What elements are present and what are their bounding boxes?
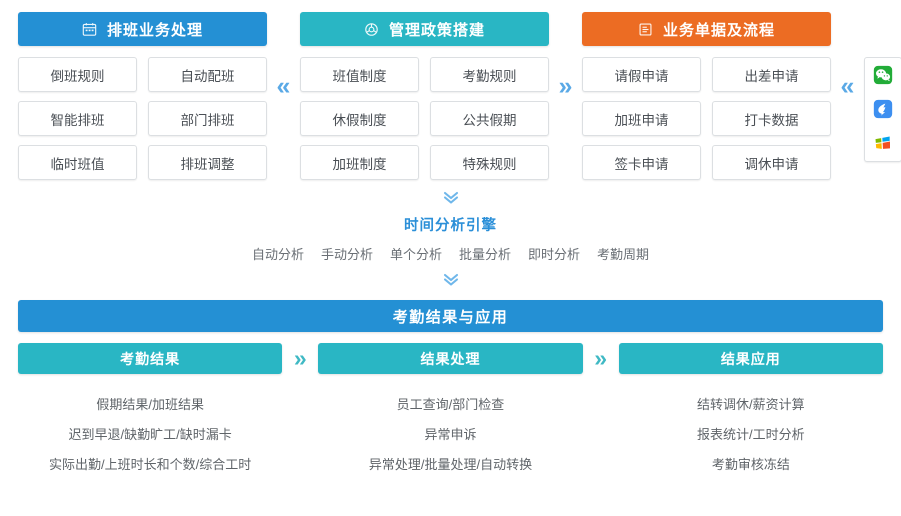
- bottom-line: 考勤审核冻结: [711, 457, 790, 472]
- time-analysis-engine: 时间分析引擎 自动分析 手动分析 单个分析 批量分析 即时分析 考勤周期: [0, 190, 901, 290]
- column-title-documents: 业务单据及流程: [662, 21, 775, 39]
- bottom-line-list: 员工查询/部门检查 异常申诉 异常处理/批量处理/自动转换: [318, 390, 582, 480]
- chevron-right-results-process: »: [293, 345, 307, 371]
- engine-tag: 即时分析: [528, 247, 581, 262]
- chevron-down-into-engine: [0, 190, 901, 208]
- cell-item[interactable]: 出差申请: [712, 57, 831, 92]
- bottom-line: 员工查询/部门检查: [396, 397, 505, 412]
- column-title-scheduling: 排班业务处理: [106, 21, 203, 39]
- cell-grid-policy: 班值制度 考勤规则 休假制度 公共假期 加班制度 特殊规则: [300, 57, 549, 180]
- cell-item[interactable]: 自动配班: [148, 57, 267, 92]
- column-title-policy: 管理政策搭建: [388, 21, 485, 39]
- column-documents: 业务单据及流程 请假申请 出差申请 加班申请 打卡数据 签卡申请 调休申请: [582, 12, 831, 180]
- engine-tag: 批量分析: [459, 247, 512, 262]
- cell-item[interactable]: 考勤规则: [430, 57, 549, 92]
- engine-tag: 手动分析: [320, 247, 373, 262]
- engine-tag: 自动分析: [251, 247, 304, 262]
- engine-title: 时间分析引擎: [404, 218, 497, 234]
- bottom-line-list: 结转调休/薪资计算 报表统计/工时分析 考勤审核冻结: [619, 390, 883, 480]
- column-header-policy[interactable]: 管理政策搭建: [300, 12, 549, 46]
- engine-tag: 单个分析: [389, 247, 442, 262]
- bottom-line: 假期结果/加班结果: [96, 397, 204, 412]
- bottom-title-processing: 结果处理: [420, 350, 481, 367]
- cell-item[interactable]: 加班制度: [300, 145, 419, 180]
- chevron-left-col1-col2: «: [276, 71, 291, 100]
- chevron-right-process-apply: »: [594, 345, 608, 371]
- cell-item[interactable]: 排班调整: [148, 145, 267, 180]
- column-header-documents[interactable]: 业务单据及流程: [582, 12, 831, 46]
- column-scheduling: 排班业务处理 倒班规则 自动配班 智能排班 部门排班 临时班值 排班调整: [18, 12, 267, 180]
- windows-icon[interactable]: [873, 134, 893, 154]
- bottom-column-results: 考勤结果 假期结果/加班结果 迟到早退/缺勤旷工/缺时漏卡 实际出勤/上班时长和…: [18, 343, 283, 480]
- cell-item[interactable]: 特殊规则: [430, 145, 549, 180]
- bottom-column-application: 结果应用 结转调休/薪资计算 报表统计/工时分析 考勤审核冻结: [618, 343, 883, 480]
- engine-tag-list: 自动分析 手动分析 单个分析 批量分析 即时分析 考勤周期: [0, 244, 901, 263]
- column-policy: 管理政策搭建 班值制度 考勤规则 休假制度 公共假期 加班制度 特殊规则: [300, 12, 549, 180]
- form-document-icon: [638, 21, 654, 37]
- top-section: 排班业务处理 倒班规则 自动配班 智能排班 部门排班 临时班值 排班调整 «: [0, 0, 901, 180]
- cell-item[interactable]: 倒班规则: [18, 57, 137, 92]
- bottom-line: 结转调休/薪资计算: [697, 397, 805, 412]
- cell-item[interactable]: 休假制度: [300, 101, 419, 136]
- engine-tag: 考勤周期: [597, 247, 650, 262]
- cell-item[interactable]: 部门排班: [148, 101, 267, 136]
- results-banner[interactable]: 考勤结果与应用: [18, 300, 883, 332]
- cell-item[interactable]: 调休申请: [712, 145, 831, 180]
- chevron-down-out-of-engine: [0, 272, 901, 290]
- bottom-line: 实际出勤/上班时长和个数/综合工时: [49, 457, 252, 472]
- bottom-title-application: 结果应用: [720, 350, 781, 367]
- bottom-header-results[interactable]: 考勤结果: [18, 343, 283, 374]
- cell-grid-documents: 请假申请 出差申请 加班申请 打卡数据 签卡申请 调休申请: [582, 57, 831, 180]
- bottom-title-results: 考勤结果: [120, 350, 181, 367]
- app-integration-panel: [864, 57, 901, 162]
- bottom-section: 考勤结果 假期结果/加班结果 迟到早退/缺勤旷工/缺时漏卡 实际出勤/上班时长和…: [0, 332, 901, 480]
- bottom-header-processing[interactable]: 结果处理: [318, 343, 583, 374]
- column-header-scheduling[interactable]: 排班业务处理: [18, 12, 267, 46]
- chevron-left-col3-apps: «: [840, 71, 855, 100]
- cell-grid-scheduling: 倒班规则 自动配班 智能排班 部门排班 临时班值 排班调整: [18, 57, 267, 180]
- cell-item[interactable]: 班值制度: [300, 57, 419, 92]
- bottom-line: 报表统计/工时分析: [697, 427, 805, 442]
- results-banner-title: 考勤结果与应用: [392, 308, 509, 326]
- bottom-line: 异常申诉: [424, 427, 477, 442]
- settings-circle-icon: [364, 21, 380, 37]
- cell-item[interactable]: 加班申请: [582, 101, 701, 136]
- bottom-line-list: 假期结果/加班结果 迟到早退/缺勤旷工/缺时漏卡 实际出勤/上班时长和个数/综合…: [18, 390, 282, 480]
- cell-item[interactable]: 公共假期: [430, 101, 549, 136]
- bottom-line: 迟到早退/缺勤旷工/缺时漏卡: [68, 427, 232, 442]
- cell-item[interactable]: 打卡数据: [712, 101, 831, 136]
- bottom-header-application[interactable]: 结果应用: [618, 343, 883, 374]
- cell-item[interactable]: 签卡申请: [582, 145, 701, 180]
- calendar-icon: [82, 21, 98, 37]
- wechat-icon[interactable]: [873, 65, 893, 85]
- bottom-line: 异常处理/批量处理/自动转换: [368, 457, 533, 472]
- cell-item[interactable]: 临时班值: [18, 145, 137, 180]
- bottom-column-processing: 结果处理 员工查询/部门检查 异常申诉 异常处理/批量处理/自动转换: [318, 343, 583, 480]
- cell-item[interactable]: 请假申请: [582, 57, 701, 92]
- dingtalk-icon[interactable]: [873, 99, 893, 119]
- cell-item[interactable]: 智能排班: [18, 101, 137, 136]
- chevron-right-col2-col3: »: [558, 71, 573, 100]
